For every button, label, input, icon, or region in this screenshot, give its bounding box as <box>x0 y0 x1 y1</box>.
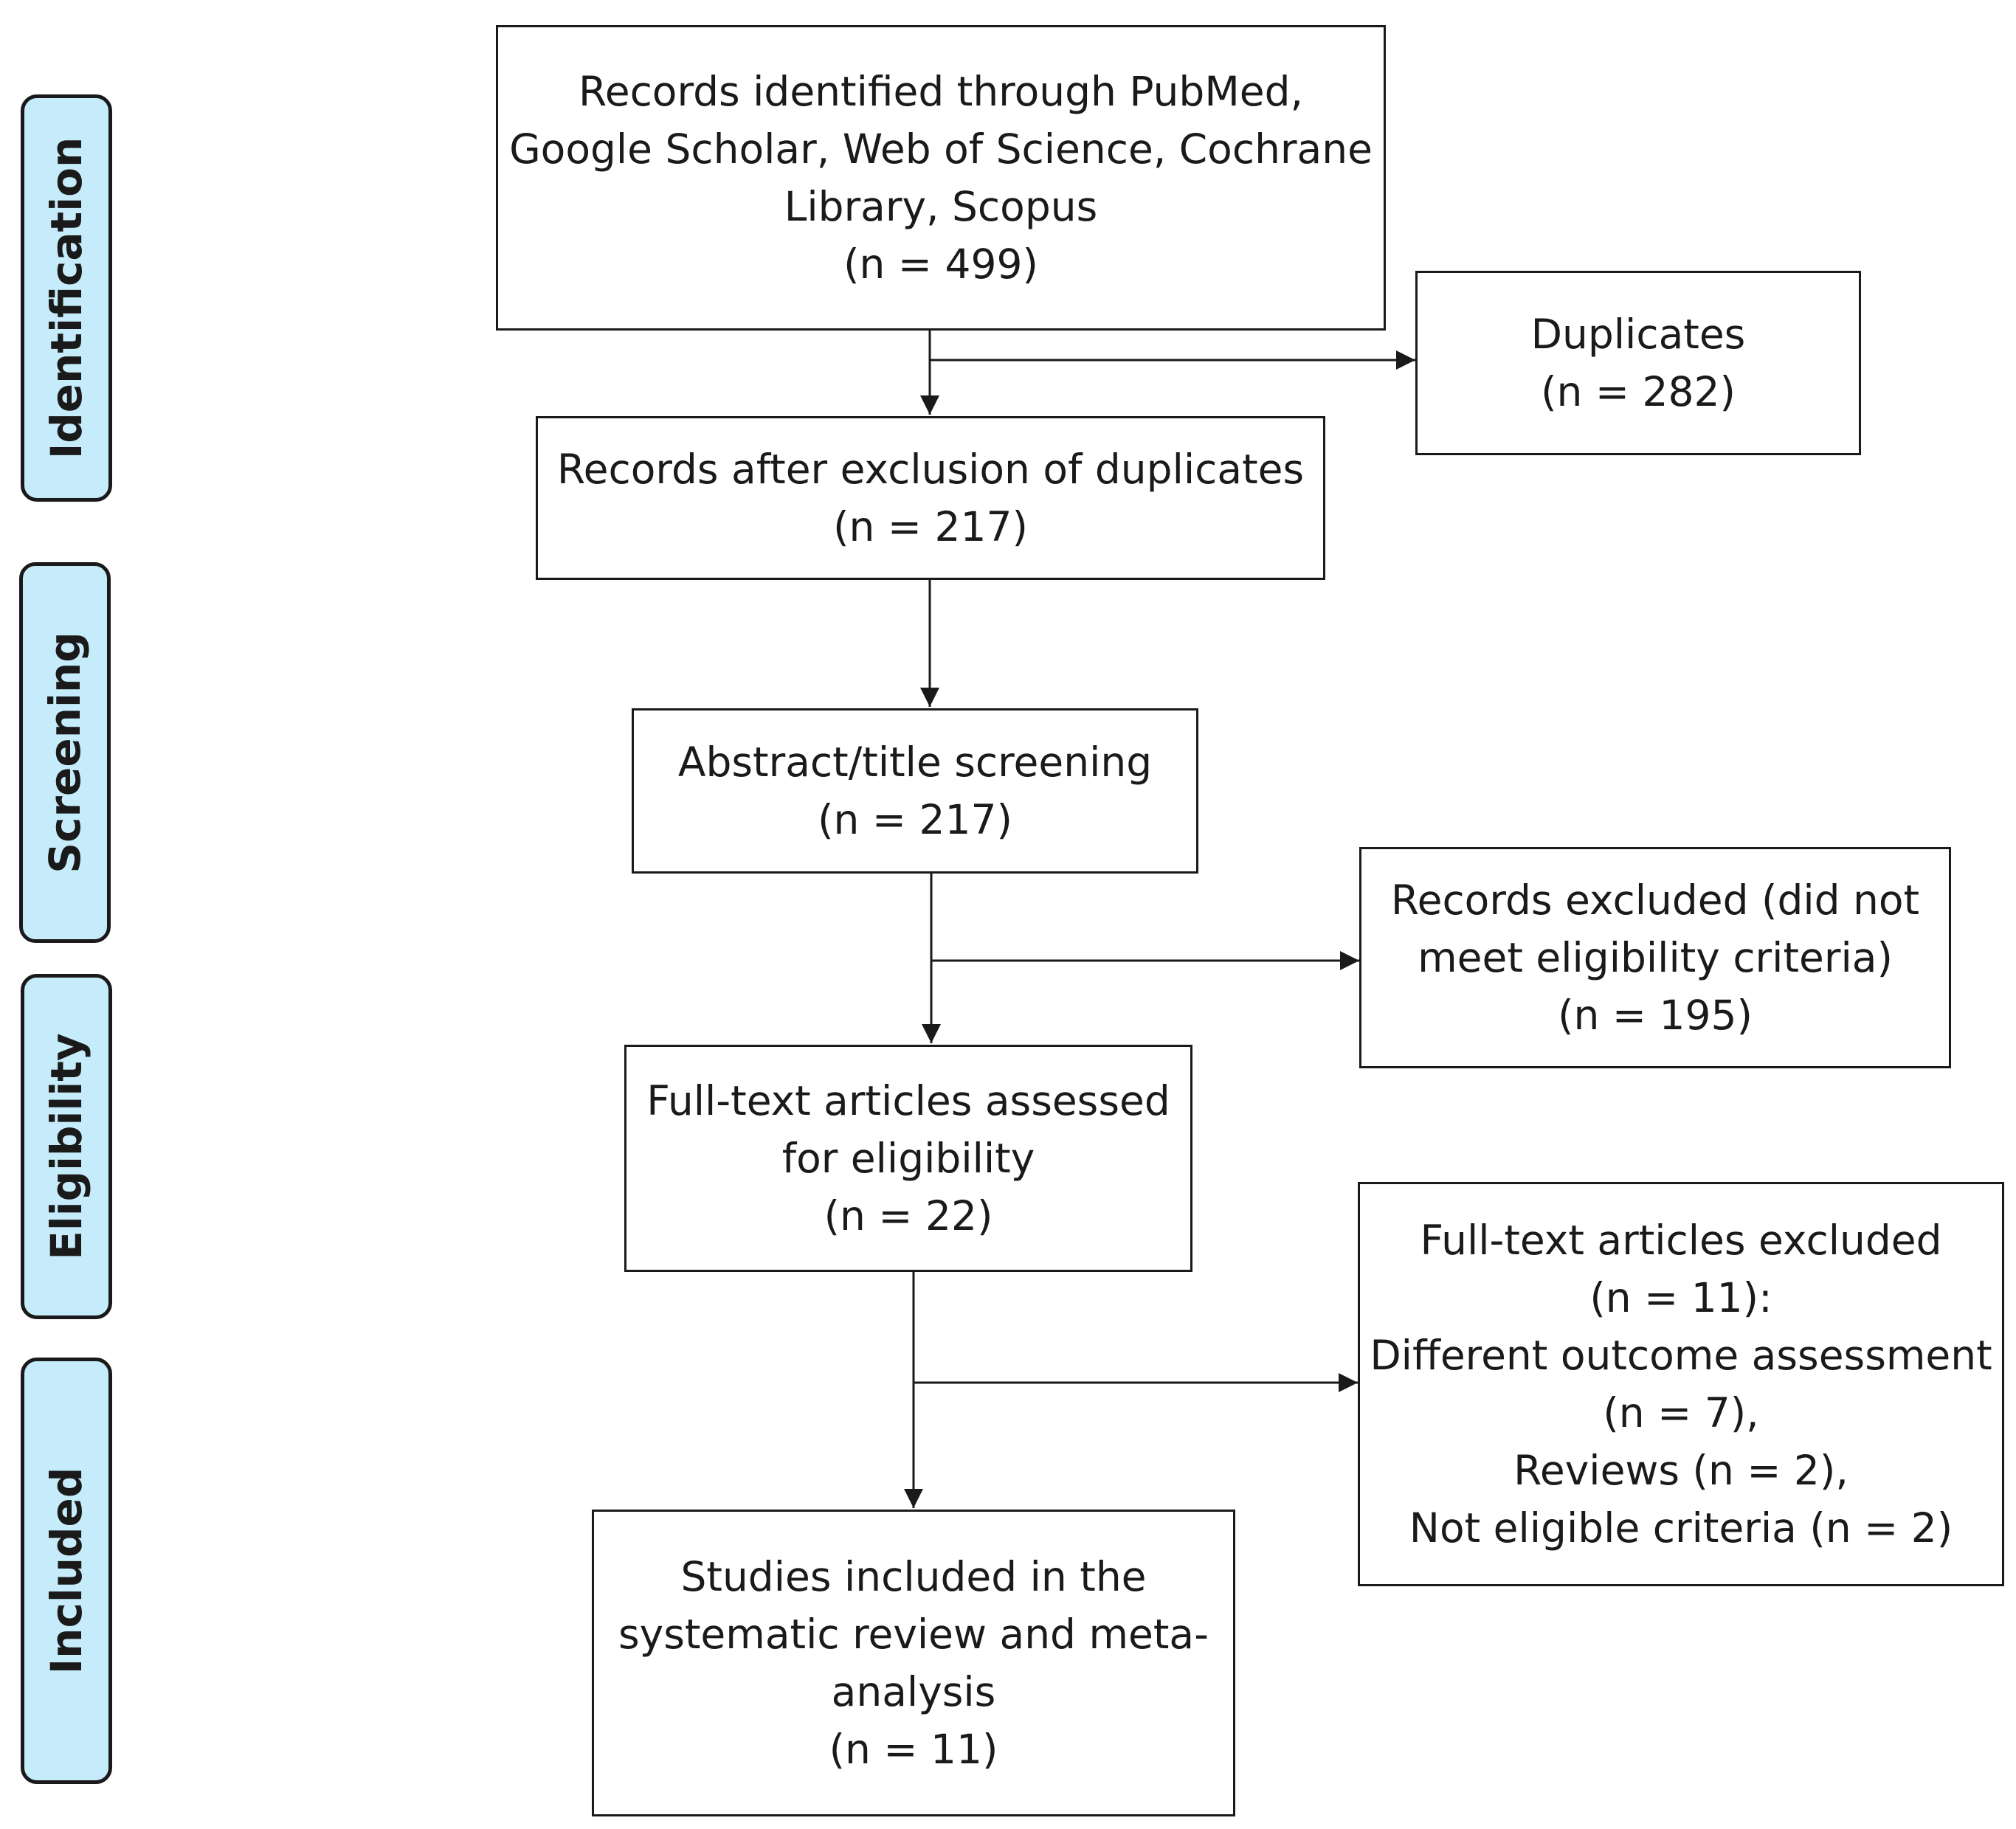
records-after-duplicates-count: (n = 217) <box>833 503 1028 550</box>
records-after-duplicates-box: Records after exclusion of duplicates (n… <box>536 416 1325 580</box>
duplicates-count: (n = 282) <box>1541 368 1736 415</box>
stage-identification: Identification <box>21 94 112 502</box>
records-excluded-line-1: Records excluded (did not <box>1390 877 1920 924</box>
abstract-screening-count: (n = 217) <box>818 796 1012 843</box>
studies-included-line-1: Studies included in the <box>680 1553 1147 1600</box>
stage-eligibility: Eligibility <box>21 974 112 1319</box>
stage-included: Included <box>21 1358 112 1784</box>
stage-included-label: Included <box>41 1467 92 1675</box>
studies-included-box: Studies included in the systematic revie… <box>592 1510 1235 1816</box>
records-identified-count: (n = 499) <box>843 241 1038 288</box>
fulltext-assessed-line-1: Full-text articles assessed <box>646 1077 1170 1124</box>
fulltext-assessed-box: Full-text articles assessed for eligibil… <box>624 1045 1192 1272</box>
fulltext-assessed-count: (n = 22) <box>824 1192 993 1239</box>
stage-identification-label: Identification <box>41 136 92 460</box>
fulltext-excluded-line-4: (n = 7), <box>1603 1389 1759 1436</box>
fulltext-excluded-line-1: Full-text articles excluded <box>1420 1217 1942 1264</box>
stage-screening-label: Screening <box>40 632 90 874</box>
abstract-screening-label: Abstract/title screening <box>677 739 1153 786</box>
records-identified-line-3: Library, Scopus <box>784 183 1098 230</box>
abstract-screening-box: Abstract/title screening (n = 217) <box>632 708 1198 874</box>
studies-included-count: (n = 11) <box>829 1726 998 1773</box>
studies-included-line-3: analysis <box>831 1668 996 1715</box>
records-after-duplicates-label: Records after exclusion of duplicates <box>556 446 1305 493</box>
records-excluded-count: (n = 195) <box>1558 992 1753 1039</box>
records-excluded-box: Records excluded (did not meet eligibili… <box>1359 847 1951 1068</box>
fulltext-excluded-line-6: Not eligible criteria (n = 2) <box>1409 1504 1953 1552</box>
records-identified-line-1: Records identified through PubMed, <box>578 68 1304 115</box>
fulltext-excluded-box: Full-text articles excluded (n = 11): Di… <box>1358 1182 2004 1586</box>
records-excluded-line-2: meet eligibility criteria) <box>1418 934 1893 981</box>
fulltext-excluded-line-2: (n = 11): <box>1589 1274 1772 1321</box>
studies-included-line-2: systematic review and meta- <box>618 1611 1209 1658</box>
fulltext-excluded-line-5: Reviews (n = 2), <box>1513 1447 1848 1494</box>
duplicates-box: Duplicates (n = 282) <box>1415 271 1861 455</box>
fulltext-excluded-line-3: Different outcome assessment <box>1370 1332 1992 1379</box>
records-identified-line-2: Google Scholar, Web of Science, Cochrane <box>509 125 1373 173</box>
records-identified-box: Records identified through PubMed, Googl… <box>496 25 1386 331</box>
stage-screening: Screening <box>19 562 111 943</box>
duplicates-label: Duplicates <box>1530 311 1746 358</box>
fulltext-assessed-line-2: for eligibility <box>781 1135 1035 1182</box>
stage-eligibility-label: Eligibility <box>41 1033 92 1260</box>
